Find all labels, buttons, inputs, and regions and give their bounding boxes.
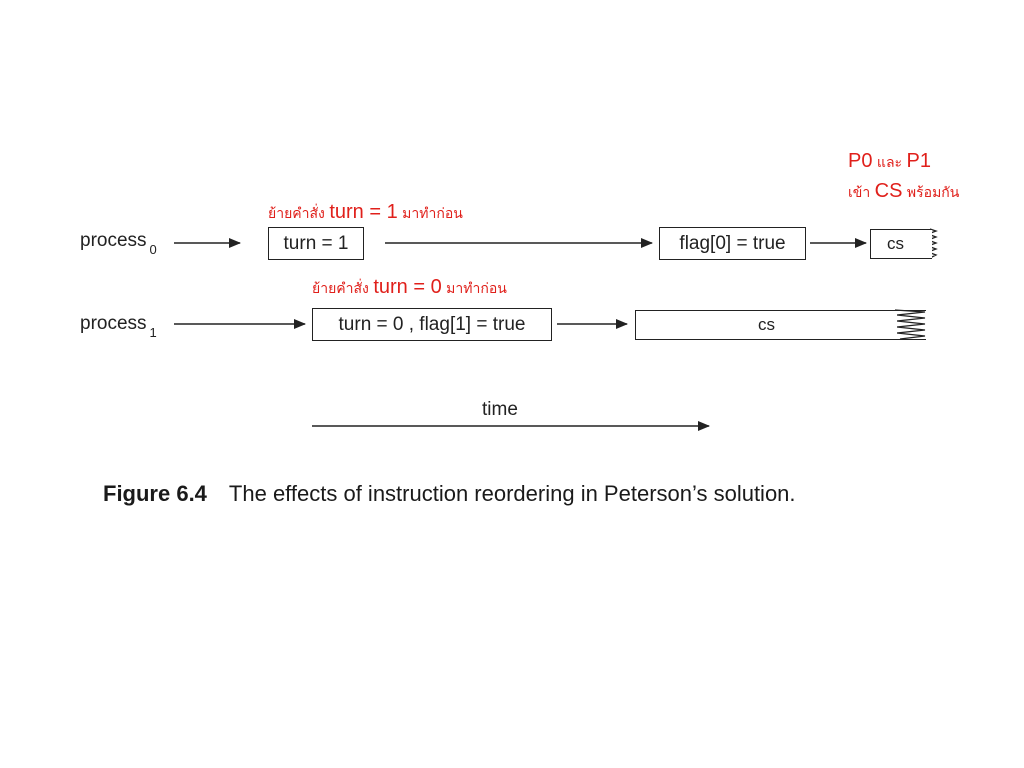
p1-cs-box-end xyxy=(897,310,926,340)
p1-cs-zigzag xyxy=(894,309,926,340)
annotation-both-cs-line1: P0 และ P1 xyxy=(848,150,931,172)
p0-flag-box: flag[0] = true xyxy=(659,227,806,260)
figure-number: Figure 6.4 xyxy=(103,481,207,506)
annotation-both-cs-line2: เข้า CS พร้อมกัน xyxy=(848,180,960,202)
time-label: time xyxy=(482,399,518,420)
process-0-subscript: 0 xyxy=(149,242,157,257)
annotation-p0-reorder: ย้ายคำสั่ง turn = 1 มาทำก่อน xyxy=(268,201,463,223)
process-1-subscript: 1 xyxy=(149,325,157,340)
figure-caption-text: The effects of instruction reordering in… xyxy=(228,481,796,506)
p1-turn-flag-box: turn = 0 , flag[1] = true xyxy=(312,308,552,341)
p0-turn-box: turn = 1 xyxy=(268,227,364,260)
annotation-p1-reorder: ย้ายคำสั่ง turn = 0 มาทำก่อน xyxy=(312,276,507,298)
figure-caption: Figure 6.4 The effects of instruction reo… xyxy=(103,481,796,507)
p0-cs-box: cs xyxy=(870,229,932,259)
p1-cs-box: cs xyxy=(635,310,897,340)
